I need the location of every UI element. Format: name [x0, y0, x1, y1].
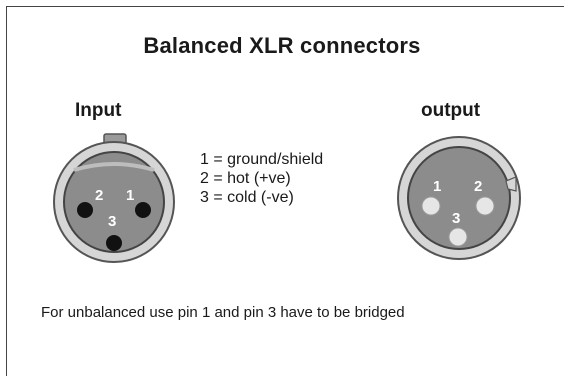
output-pin-label-1: 1	[433, 178, 441, 195]
pin-legend: 1 = ground/shield 2 = hot (+ve) 3 = cold…	[200, 150, 323, 207]
input-pin-label-2: 2	[95, 187, 103, 204]
input-socket-1	[135, 202, 151, 218]
output-pin-1	[421, 196, 441, 216]
legend-item-pin-3: 3 = cold (-ve)	[200, 189, 294, 206]
output-pin-label-3: 3	[452, 210, 460, 227]
input-socket-3	[106, 235, 122, 251]
legend-item-pin-2: 2 = hot (+ve)	[200, 170, 291, 187]
output-key-notch	[505, 176, 517, 192]
input-face	[63, 151, 165, 253]
output-pin-label-2: 2	[474, 178, 482, 195]
legend-item-pin-1: 1 = ground/shield	[200, 151, 324, 168]
input-pin-label-3: 3	[108, 213, 116, 230]
output-pin-3	[448, 227, 468, 247]
output-face	[407, 146, 511, 250]
output-xlr-connector: 1 2 3	[397, 136, 521, 260]
footnote: For unbalanced use pin 1 and pin 3 have …	[41, 304, 405, 321]
input-label: Input	[75, 100, 122, 121]
output-pin-2	[475, 196, 495, 216]
input-insert-edge	[73, 162, 155, 172]
diagram-title: Balanced XLR connectors	[143, 33, 421, 58]
input-socket-2	[77, 202, 93, 218]
diagram-frame	[6, 6, 564, 376]
input-pin-label-1: 1	[126, 187, 134, 204]
input-xlr-connector: 2 1 3	[53, 133, 175, 263]
output-label: output	[421, 100, 481, 121]
